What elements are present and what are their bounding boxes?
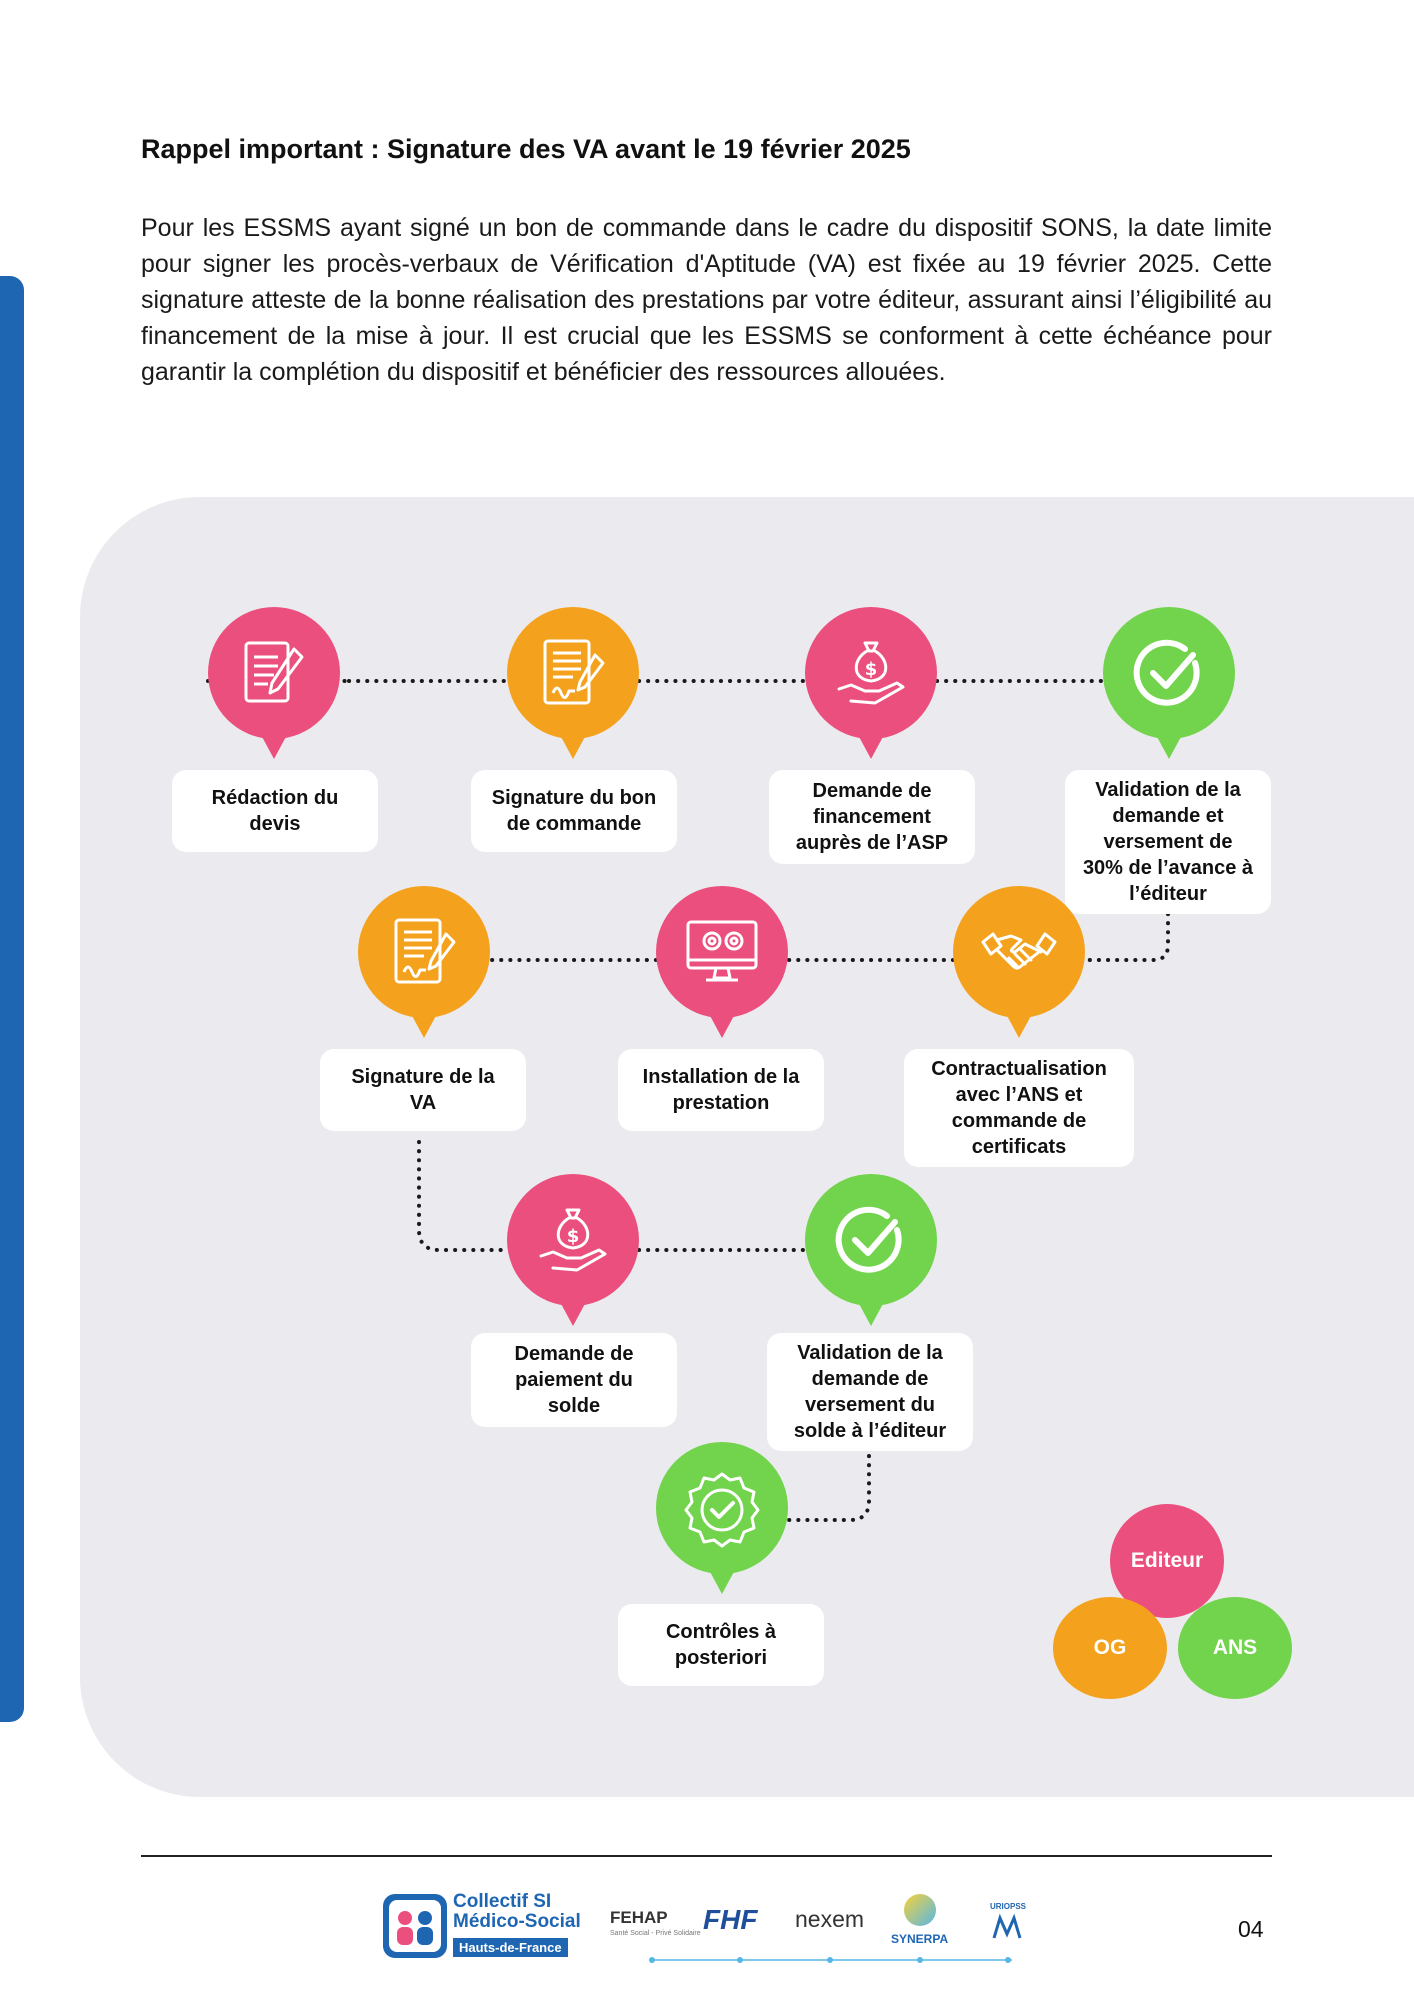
intro-paragraph: Pour les ESSMS ayant signé un bon de com…: [141, 214, 1272, 386]
page-number: 04: [1238, 1916, 1264, 1942]
footer-rule: [141, 1855, 1272, 1857]
uriopss-mark-icon: [992, 1913, 1022, 1942]
step-7-label: Signature de la VA: [320, 1049, 526, 1131]
step-3-node: $: [805, 607, 937, 759]
step-8-label: Demande de paiement du solde: [471, 1333, 677, 1427]
step-2-node: [507, 607, 639, 759]
check-circle-icon: [835, 1206, 902, 1273]
side-accent-bar: [0, 276, 24, 1722]
signed-document-icon: [394, 918, 456, 984]
fehap-logo: FEHAP: [610, 1908, 668, 1927]
step-5-label: Contractualisation avec l’ANS et command…: [904, 1049, 1134, 1167]
section-title: Rappel important : Signature des VA avan…: [141, 134, 911, 164]
signed-document-icon: [543, 639, 605, 705]
check-circle-icon: [1133, 639, 1200, 706]
legend-ans: ANS: [1178, 1597, 1292, 1699]
step-9-label: Validation de la demande de versement du…: [767, 1333, 973, 1451]
step-10-label: Contrôles à posteriori: [618, 1604, 824, 1686]
collectif-people-icon: [383, 1894, 447, 1958]
legend-og: OG: [1053, 1597, 1167, 1699]
partner-dotted-line: [649, 1957, 1012, 1963]
step-9-node: [805, 1174, 937, 1326]
uriopss-logo: URIOPSS: [990, 1902, 1027, 1911]
monitor-gears-icon: [686, 920, 758, 982]
collectif-si-logo: Collectif SI Médico-Social Hauts-de-Fran…: [383, 1892, 581, 1962]
handshake-icon: [981, 932, 1057, 970]
nexem-logo: nexem: [795, 1906, 865, 1932]
synerpa-logo: SYNERPA: [891, 1932, 949, 1946]
fhf-logo: FHF: [703, 1904, 758, 1935]
svg-text:$: $: [865, 659, 878, 680]
money-bag-hand-icon: $: [539, 1208, 607, 1272]
step-6-node: [656, 886, 788, 1038]
step-4-label: Validation de la demande et versement de…: [1065, 770, 1271, 914]
step-8-node: $: [507, 1174, 639, 1326]
step-10-node: [656, 1442, 788, 1594]
synerpa-mark-icon: [904, 1894, 936, 1926]
money-bag-hand-icon: $: [837, 641, 905, 705]
collectif-line1: Collectif SI: [453, 1891, 552, 1912]
svg-text:$: $: [567, 1226, 580, 1247]
collectif-line2: Médico-Social: [453, 1911, 581, 1932]
step-1-label: Rédaction du devis: [172, 770, 378, 852]
step-4-node: [1103, 607, 1235, 759]
step-6-label: Installation de la prestation: [618, 1049, 824, 1131]
document-pen-icon: [244, 641, 304, 703]
step-2-label: Signature du bon de commande: [471, 770, 677, 852]
fehap-subtitle: Santé Social - Privé Solidaire: [610, 1930, 701, 1937]
step-7-node: [358, 886, 490, 1038]
collectif-region: Hauts-de-France: [453, 1938, 568, 1957]
step-1-node: [208, 607, 340, 759]
badge-check-icon: [684, 1472, 760, 1548]
step-3-label: Demande de financement auprès de l’ASP: [769, 770, 975, 864]
step-5-node: [953, 886, 1085, 1038]
